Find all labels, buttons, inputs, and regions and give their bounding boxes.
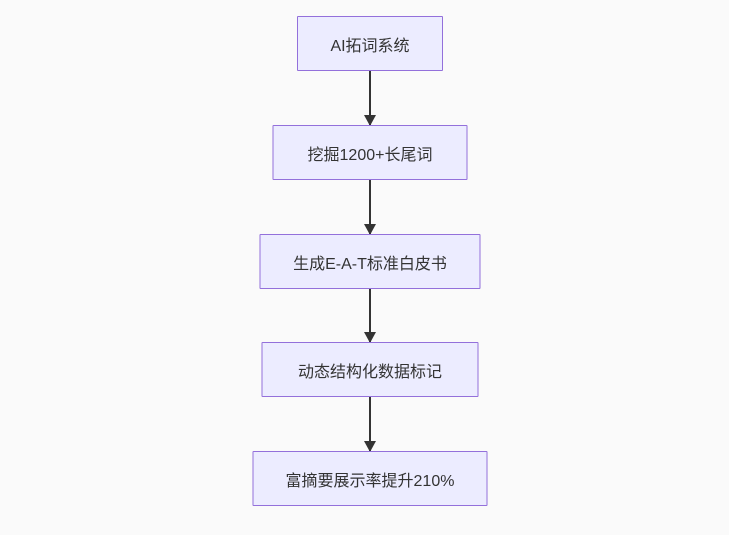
arrowhead-down-icon [364, 115, 376, 126]
flow-node-label: 生成E-A-T标准白皮书 [293, 255, 447, 273]
flow-node-eat-whitepaper-generation: 生成E-A-T标准白皮书 [259, 234, 481, 289]
flow-node-label: 动态结构化数据标记 [297, 363, 442, 381]
flow-node-label: 挖掘1200+长尾词 [307, 146, 433, 164]
flow-edge-4 [364, 397, 376, 452]
flow-node-ai-word-expansion-system: AI拓词系统 [297, 16, 443, 71]
flow-node-label: 富摘要展示率提升210% [285, 472, 455, 490]
flow-edge-2 [364, 180, 376, 235]
flow-node-rich-snippet-rate-increase: 富摘要展示率提升210% [252, 451, 488, 506]
flow-edge-3 [364, 289, 376, 343]
flow-edge-1 [364, 71, 376, 126]
arrowhead-down-icon [364, 224, 376, 235]
flow-node-dynamic-structured-data-markup: 动态结构化数据标记 [261, 342, 479, 397]
arrowhead-down-icon [364, 441, 376, 452]
arrowhead-down-icon [364, 332, 376, 343]
flow-node-longtail-keyword-mining: 挖掘1200+长尾词 [272, 125, 468, 180]
flow-node-label: AI拓词系统 [330, 37, 410, 55]
